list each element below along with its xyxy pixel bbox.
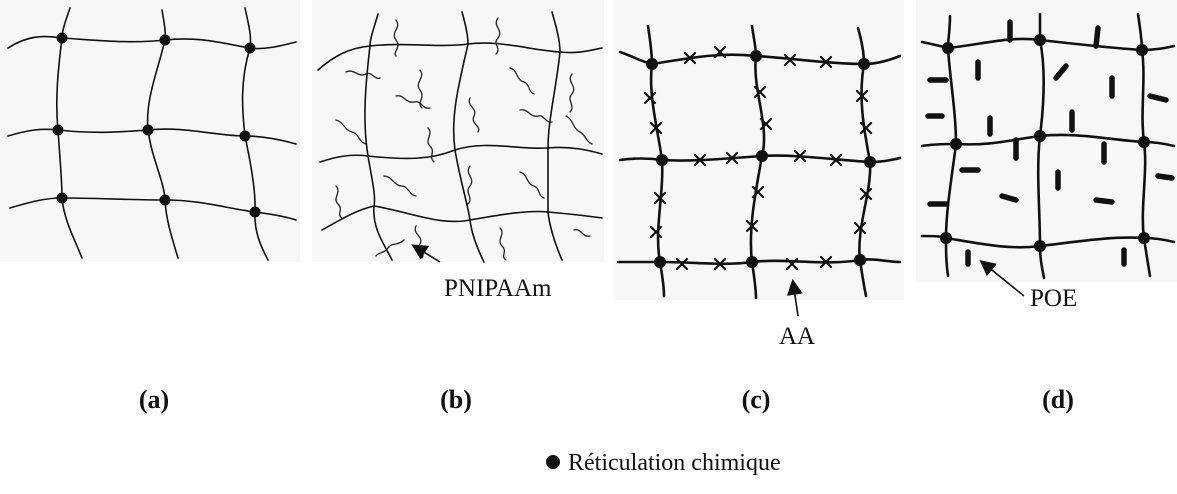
panel-c-label: (c): [742, 385, 771, 414]
panel-a-label: (a): [139, 385, 169, 414]
pnipaam-label: PNIPAAm: [444, 275, 552, 302]
crosslink-legend-marker: [546, 455, 560, 469]
panel-b-label: (b): [440, 385, 472, 414]
aa-arrow: [786, 278, 803, 317]
panel-c-crosslinks: [646, 50, 876, 268]
panel-b-strands: [317, 11, 603, 263]
annotation-aa: AA: [779, 278, 815, 350]
panel-c-network: [614, 0, 904, 300]
legend: Réticulation chimique: [546, 450, 781, 476]
panel-c-aa-units: [643, 45, 873, 271]
annotation-pnipaam: PNIPAAm: [411, 244, 552, 302]
panel-b-background: [312, 0, 604, 262]
annotation-poe: POE: [979, 259, 1077, 312]
panel-d-network: [916, 0, 1177, 282]
panel-a-network: [0, 0, 300, 262]
panel-b-network: [312, 0, 604, 263]
poe-label: POE: [1030, 285, 1077, 312]
legend-label: Réticulation chimique: [568, 450, 781, 476]
panel-d-crosslinks: [940, 34, 1150, 252]
panel-c-background: [614, 0, 904, 300]
poe-arrow: [979, 259, 1025, 297]
panel-d-label: (d): [1042, 385, 1074, 414]
aa-label: AA: [779, 323, 815, 350]
panel-a-crosslinks: [52, 32, 261, 218]
pnipaam-arrow: [411, 244, 441, 263]
panel-d-poe-segments: [925, 19, 1175, 267]
